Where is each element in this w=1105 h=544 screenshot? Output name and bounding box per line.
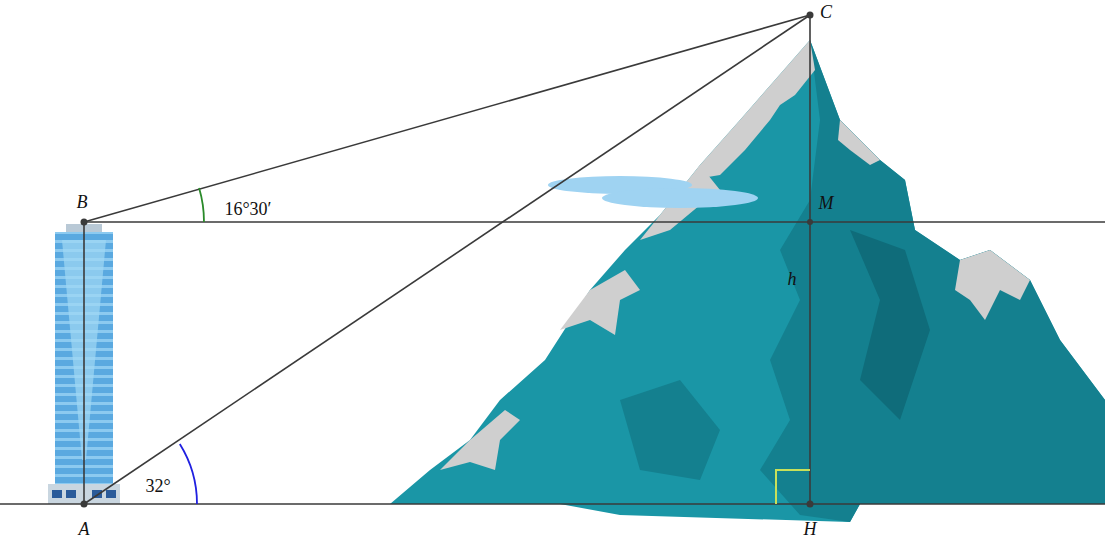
point-label: B [77,193,88,213]
angle-label: 32° [145,477,170,497]
length-label: h [788,270,797,290]
cloud [548,176,758,208]
right-angle-mark [776,470,810,504]
angle-arc [199,188,204,222]
points [81,12,814,508]
angle-label: 16°30′ [224,200,271,220]
point-label: C [820,3,832,23]
point-label: H [804,520,817,540]
point-label: M [819,194,834,214]
point-label: A [79,520,90,540]
geometry-lines [0,15,1105,504]
mountain [390,40,1105,522]
angle-arc [180,444,197,504]
